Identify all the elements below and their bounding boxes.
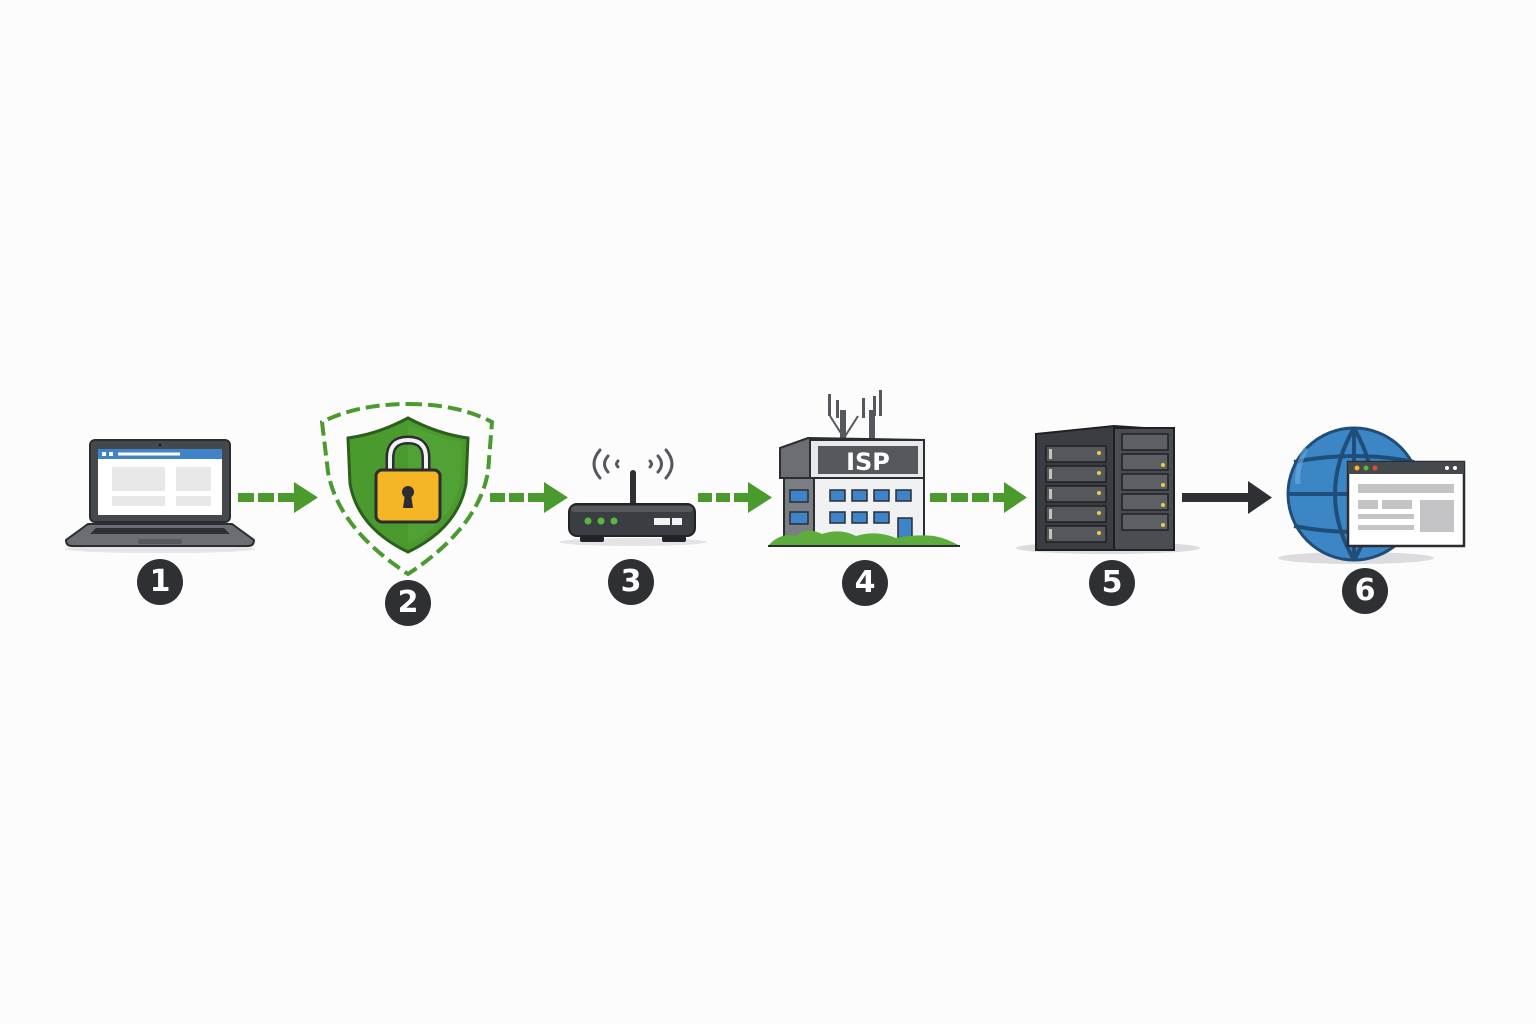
router-icon xyxy=(559,448,707,546)
step-badge-1: 1 xyxy=(137,559,183,605)
plain-arrow-5-6 xyxy=(1182,481,1274,515)
vpn-shield-node xyxy=(318,400,498,580)
dashed-arrow-icon xyxy=(490,482,568,513)
globe-browser-icon xyxy=(1278,426,1466,564)
laptop-icon xyxy=(64,439,256,553)
isp-node: ISP xyxy=(766,386,962,548)
dashed-arrow-icon xyxy=(238,482,318,513)
laptop-node xyxy=(62,436,258,556)
server-right-bays xyxy=(1121,433,1169,531)
step-badge-3: 3 xyxy=(608,559,654,605)
step-badge-5: 5 xyxy=(1089,560,1135,606)
internet-node xyxy=(1276,426,1468,568)
step-badge-6: 6 xyxy=(1342,568,1388,614)
server-node xyxy=(1014,420,1204,560)
dashed-arrow-icon xyxy=(698,482,772,513)
isp-building-icon: ISP xyxy=(768,390,960,547)
secure-arrow-3-4 xyxy=(698,482,774,514)
dashed-arrow-icon xyxy=(930,482,1027,513)
solid-arrow-icon xyxy=(1182,481,1272,514)
secure-arrow-1-2 xyxy=(238,482,320,514)
step-badge-2: 2 xyxy=(385,580,431,626)
server-icon xyxy=(1016,424,1200,554)
router-node xyxy=(556,442,710,550)
isp-sign-text: ISP xyxy=(846,448,890,476)
secure-arrow-4-5 xyxy=(930,482,1028,514)
step-badge-4: 4 xyxy=(842,560,888,606)
server-left-bays xyxy=(1045,445,1107,543)
shield-lock-icon xyxy=(319,401,495,577)
secure-arrow-2-3 xyxy=(490,482,570,514)
